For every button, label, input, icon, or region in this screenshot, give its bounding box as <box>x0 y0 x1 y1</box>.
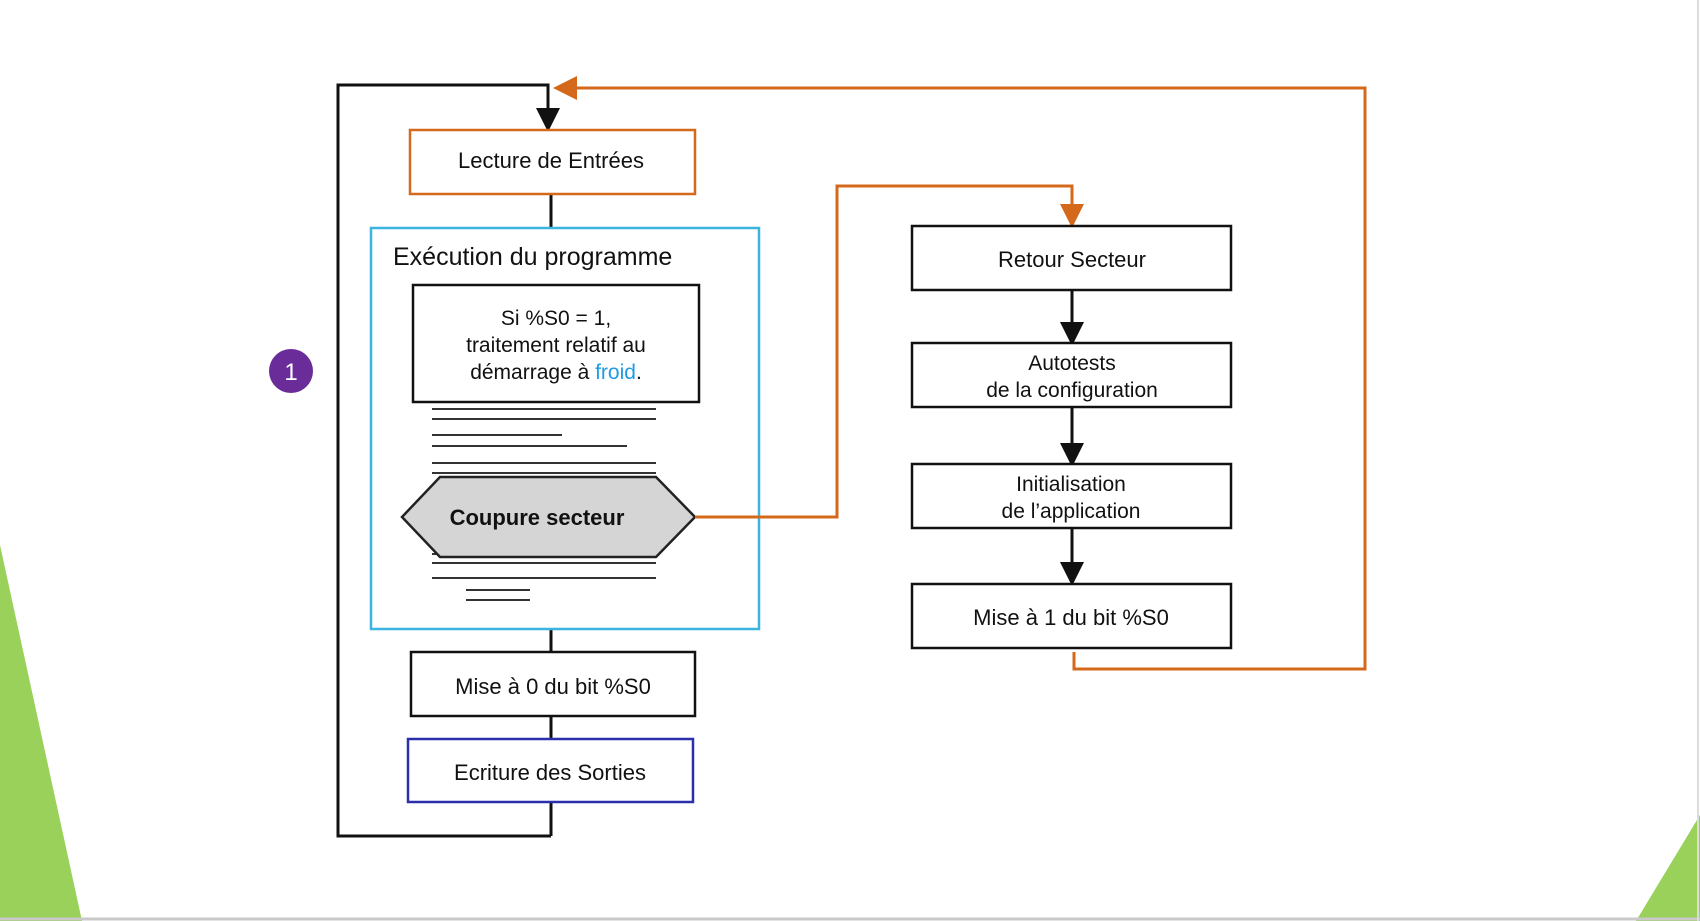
autotests-line-2: de la configuration <box>986 379 1158 402</box>
retour-secteur-box: Retour Secteur <box>910 224 1233 292</box>
autotests-box: Autotests de la configuration <box>910 341 1233 409</box>
condition-line-3: démarrage à froid. <box>470 361 642 384</box>
condition-line-1: Si %S0 = 1, <box>501 307 611 330</box>
condition-line-3-prefix: démarrage à <box>470 361 595 384</box>
lecture-entrees-label: Lecture de Entrées <box>458 148 644 173</box>
mise-a-zero-box: Mise à 0 du bit %S0 <box>409 650 697 718</box>
lecture-entrees-box: Lecture de Entrées <box>408 128 697 196</box>
program-code-lines <box>432 408 656 601</box>
initialisation-line-1: Initialisation <box>1016 473 1126 496</box>
mise-a-un-label: Mise à 1 du bit %S0 <box>973 605 1169 630</box>
mise-a-un-box: Mise à 1 du bit %S0 <box>910 582 1233 650</box>
return-to-cycle-arrow <box>553 76 1367 671</box>
step-badge: 1 <box>269 349 313 393</box>
condition-line-3-suffix: . <box>636 361 642 384</box>
froid-highlight: froid <box>595 361 636 384</box>
autotests-line-1: Autotests <box>1028 352 1116 375</box>
cycle-loop-line <box>336 83 560 838</box>
step-badge-number: 1 <box>284 359 297 386</box>
initialisation-line-2: de l’application <box>1002 500 1141 523</box>
initialisation-box: Initialisation de l’application <box>910 462 1233 530</box>
condition-line-2: traitement relatif au <box>466 334 646 357</box>
ecriture-sorties-box: Ecriture des Sorties <box>406 737 695 804</box>
coupure-secteur-label: Coupure secteur <box>450 505 625 530</box>
green-accent-right <box>1636 815 1700 921</box>
cold-start-condition-box: Si %S0 = 1, traitement relatif au démarr… <box>411 283 701 404</box>
ecriture-sorties-label: Ecriture des Sorties <box>454 760 646 785</box>
execution-programme-title: Exécution du programme <box>393 243 672 271</box>
power-cut-arrow <box>695 184 1084 519</box>
green-accent-left <box>0 545 82 921</box>
execution-programme-block: Exécution du programme Si %S0 = 1, trait… <box>369 226 761 631</box>
coupure-secteur-hexagon: Coupure secteur <box>400 475 697 559</box>
step-badge-circle <box>269 349 313 393</box>
mise-a-zero-label: Mise à 0 du bit %S0 <box>455 674 651 699</box>
retour-secteur-label: Retour Secteur <box>998 247 1146 272</box>
